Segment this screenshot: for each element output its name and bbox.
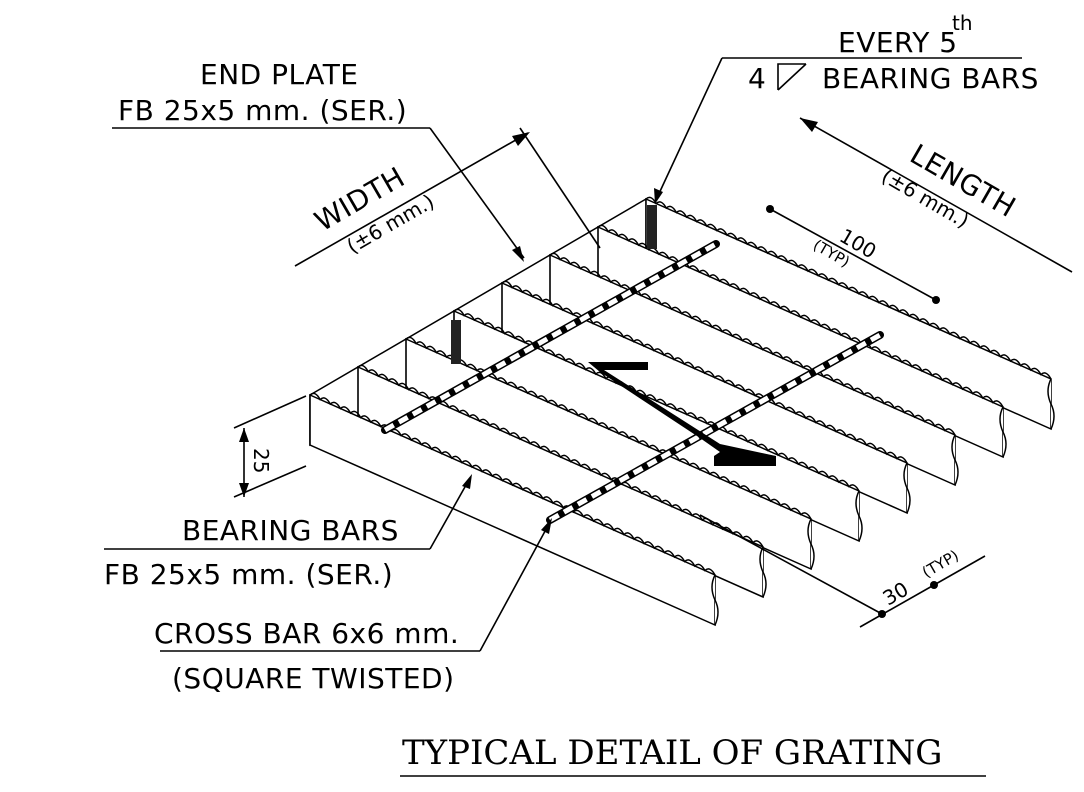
cross-bar-label: CROSS BAR 6x6 mm. [154, 617, 459, 650]
bar-serration [453, 308, 860, 492]
bearing-bars-spec: FB 25x5 mm. (SER.) [104, 558, 393, 591]
break-mark [855, 490, 863, 542]
end-plate-label: END PLATE [200, 58, 359, 91]
width-dimension: WIDTH (±6 mm.) [294, 127, 601, 267]
bearing-bars-callout: BEARING BARS FB 25x5 mm. (SER.) [104, 474, 472, 591]
bar-serration [357, 364, 764, 548]
bar-serration [501, 280, 908, 464]
weld-note-superscript: th [952, 11, 973, 35]
break-mark [711, 574, 719, 626]
cross-bar-callout: CROSS BAR 6x6 mm. (SQUARE TWISTED) [154, 518, 552, 695]
height-25-label: 25 [249, 448, 273, 473]
weld-size: 4 [748, 62, 766, 95]
bar-serration [549, 252, 956, 436]
break-mark [1047, 378, 1055, 430]
break-mark [951, 434, 959, 486]
spacing-30-typ: (TYP) [919, 546, 962, 581]
break-mark [903, 462, 911, 514]
cross-bar [381, 240, 720, 434]
span-direction-arrow [588, 362, 776, 466]
height-25-dimension: 25 [233, 395, 307, 498]
weld-mark [451, 320, 461, 364]
end-plate-callout: END PLATE FB 25x5 mm. (SER.) [112, 58, 525, 262]
break-mark [999, 406, 1007, 458]
break-mark [759, 546, 767, 598]
end-plate-spec: FB 25x5 mm. (SER.) [118, 94, 407, 127]
weld-note-bars: BEARING BARS [822, 62, 1039, 95]
cross-bar-spec: (SQUARE TWISTED) [172, 662, 455, 695]
drawing-title: TYPICAL DETAIL OF GRATING [402, 733, 942, 773]
break-mark [807, 518, 815, 570]
bar-serration [645, 196, 1052, 380]
weld-mark [647, 205, 657, 249]
bar-serration [309, 392, 716, 576]
bearing-bars-label: BEARING BARS [182, 514, 399, 547]
weld-note-callout: EVERY 5 th 4 BEARING BARS [654, 11, 1039, 204]
bar-serration [597, 224, 1004, 408]
cross-bar [546, 331, 884, 524]
cross-bars-group [381, 240, 884, 524]
weld-note-every: EVERY 5 [838, 26, 958, 59]
bar-serration [405, 336, 812, 520]
bearing-bars-group [309, 196, 1055, 627]
spacing-30-label: 30 [879, 577, 913, 611]
